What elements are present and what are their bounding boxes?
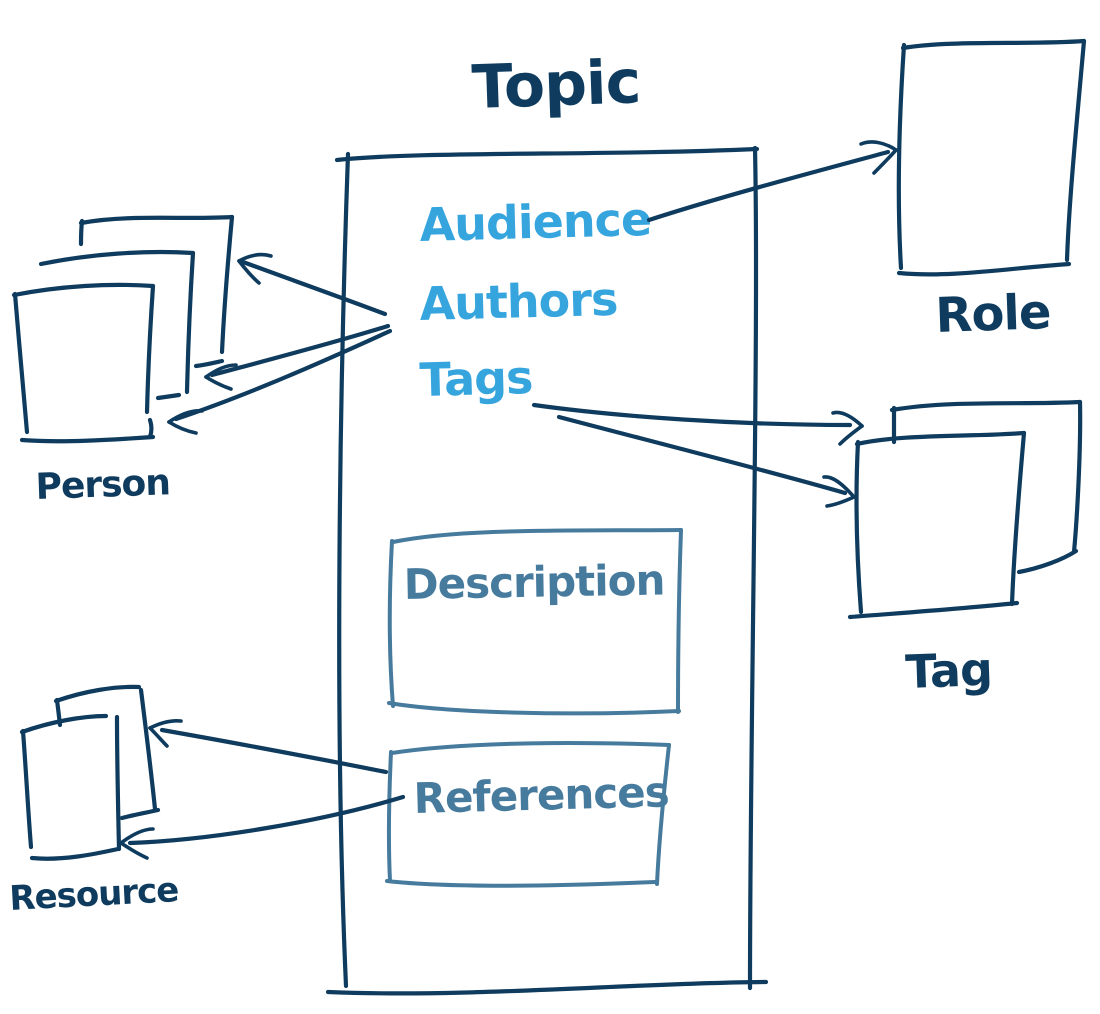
arrowhead (838, 424, 864, 446)
box-edge-bottom (387, 701, 681, 716)
references-section-box: References (385, 741, 671, 888)
arrowhead (237, 259, 261, 285)
tag-back-box-bottom (1016, 548, 1079, 575)
role-label: Role (934, 284, 1051, 344)
tags-tag-arrow-2 (556, 414, 856, 508)
authors-person-arrow-2 (204, 323, 391, 391)
person-front-box-bottom (19, 434, 156, 444)
arrowhead (822, 475, 856, 499)
arrow-line (240, 259, 388, 317)
box-edge-bottom (896, 261, 1072, 277)
resource-front-box-top (19, 713, 109, 735)
person-back-box-left (78, 218, 85, 247)
box-edge-top (390, 741, 671, 755)
box-edge-right (747, 145, 759, 991)
arrowhead (825, 495, 856, 508)
resource-front-box-right (114, 714, 122, 852)
person-middle-box-right (184, 250, 196, 395)
person-stack: Person (11, 214, 235, 508)
box-edge-left (386, 750, 393, 883)
arrowhead (167, 409, 204, 424)
tag-label: Tag (904, 642, 992, 699)
topic-entity-box (325, 145, 769, 996)
box-edge-top (900, 38, 1087, 51)
person-back-box-right (219, 214, 235, 355)
arrow-line (556, 414, 848, 496)
box-edge-right (655, 743, 671, 886)
role-node: Role (896, 38, 1087, 344)
audience-role-arrow (646, 140, 898, 223)
person-middle-box-top (38, 249, 196, 267)
box-edge-left (896, 42, 907, 271)
arrowhead (831, 410, 864, 428)
diagram-title: Topic (471, 47, 642, 123)
box-edge-right (676, 528, 683, 714)
authors-person-arrow-3 (167, 328, 393, 435)
person-middle-box-bottom (155, 392, 182, 401)
person-back-box-bottom (193, 358, 225, 369)
person-label: Person (35, 462, 171, 508)
person-front-box-right (144, 283, 156, 415)
box-edge-top (391, 528, 683, 544)
arrow-line (531, 402, 853, 428)
arrowhead (119, 827, 155, 845)
arrowhead (872, 148, 898, 175)
arrow-line (127, 794, 406, 846)
references-resource-arrow-1 (148, 718, 389, 775)
authors-person-arrow-1 (237, 252, 388, 317)
resource-label: Resource (8, 870, 179, 919)
resource-back-box-right (138, 687, 158, 812)
box-edge-left (387, 539, 395, 708)
arrowhead (204, 375, 233, 391)
resource-front-box-left (20, 728, 34, 850)
arrowhead (148, 718, 183, 730)
section-description-label: Description (403, 555, 664, 609)
resource-front-box-bottom (29, 846, 121, 861)
arrowhead (167, 420, 198, 435)
box-edge-left (337, 151, 351, 989)
arrowhead (119, 841, 149, 860)
arrowhead (859, 140, 898, 152)
box-edge-right (1064, 38, 1087, 263)
tag-front-box-bottom (847, 600, 1020, 620)
box-edge-top (334, 146, 760, 163)
person-front-box-corner (147, 417, 154, 440)
arrowhead (204, 363, 238, 379)
tag-front-box-right (1009, 430, 1027, 607)
arrow-line (209, 323, 391, 378)
tag-front-box-left (854, 439, 864, 615)
arrowhead (237, 252, 273, 263)
attribute-tags: Tags (419, 350, 533, 407)
person-front-box-left (12, 291, 30, 435)
tag-front-box-top (854, 430, 1027, 447)
box-edge-bottom (385, 879, 657, 888)
person-front-box-top (11, 282, 156, 298)
topic-attributes: Audience Authors Tags (419, 192, 652, 407)
tags-tag-arrow-1 (531, 402, 864, 446)
arrow-line (159, 727, 389, 775)
person-back-box-top (78, 214, 235, 226)
description-section-box: Description (387, 528, 683, 716)
references-resource-arrow-2 (119, 794, 406, 860)
attribute-audience: Audience (419, 192, 652, 252)
tag-back-box-top (889, 399, 1083, 413)
resource-back-box-bottom (119, 807, 161, 821)
arrow-line (646, 149, 891, 223)
tag-back-box-right (1071, 399, 1083, 555)
attribute-authors: Authors (419, 272, 618, 331)
resource-back-box-top (53, 684, 142, 704)
section-references-label: References (413, 767, 669, 823)
tag-stack: Tag (847, 399, 1083, 699)
box-edge-bottom (325, 979, 769, 996)
arrowhead (148, 726, 169, 748)
resource-stack: Resource (8, 684, 179, 919)
